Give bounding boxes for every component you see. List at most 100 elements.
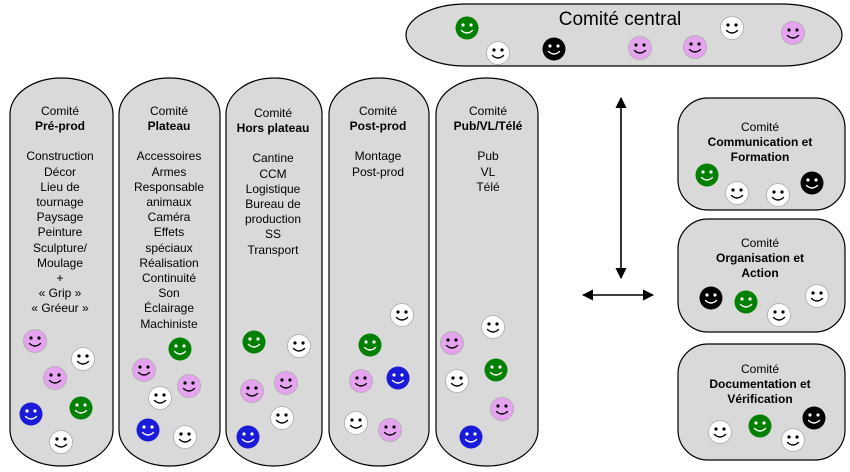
smiley-face-icon <box>344 411 368 435</box>
smiley-face-icon <box>287 334 311 358</box>
smiley-face-icon <box>242 330 266 354</box>
list-item: Accessoires <box>136 149 202 164</box>
smiley-face-icon <box>43 366 67 390</box>
list-item: Réalisation <box>139 255 199 270</box>
committee-name: Pré-prod <box>34 119 85 134</box>
committee-label: Comité <box>740 236 779 250</box>
smiley-face-icon <box>378 418 402 442</box>
smiley-face-icon <box>805 284 829 308</box>
smiley-face-icon <box>455 16 479 40</box>
smiley-face-icon <box>734 290 758 314</box>
smiley-face-icon <box>274 371 298 395</box>
smiley-face-icon <box>358 333 382 357</box>
smiley-face-icon <box>270 406 294 430</box>
committee-name: Post-prod <box>349 119 407 134</box>
committee-name-line: Documentation et <box>709 377 811 391</box>
smiley-face-icon <box>390 303 414 327</box>
list-item: + <box>56 271 64 286</box>
smiley-face-icon <box>484 358 508 382</box>
smiley-face-icon <box>240 379 264 403</box>
list-item: Cantine <box>252 151 294 166</box>
list-item: Moulage <box>36 255 84 270</box>
committee-name-line: Communication et <box>707 135 813 149</box>
list-item: Télé <box>476 179 500 194</box>
list-item: Transport <box>247 242 299 257</box>
list-item: Éclairage <box>143 301 195 316</box>
list-item: Pub <box>477 149 499 164</box>
smiley-face-icon <box>71 347 95 371</box>
list-item: production <box>244 212 302 227</box>
list-item: Son <box>158 286 180 301</box>
committee-label: Comité <box>40 104 79 118</box>
list-item: Construction <box>26 149 94 164</box>
smiley-face-icon <box>168 337 192 361</box>
committee-preprod-text: Comité Pré-prod Construction Décor Lieu … <box>18 104 102 317</box>
committee-hors-plateau-text: Comité Hors plateau Cantine CCM Logistiq… <box>229 106 317 258</box>
committee-name-line: Organisation et <box>715 251 804 265</box>
smiley-face-icon <box>148 386 172 410</box>
committee-name: Hors plateau <box>236 121 310 136</box>
list-item: CCM <box>259 166 287 181</box>
smiley-face-icon <box>725 181 749 205</box>
list-item: Montage <box>354 149 402 164</box>
smiley-face-icon <box>173 425 197 449</box>
smiley-face-icon <box>49 430 73 454</box>
smiley-face-icon <box>481 315 505 339</box>
list-item: Lieu de <box>40 179 80 194</box>
smiley-face-icon <box>132 358 156 382</box>
committee-postprod-text: Comité Post-prod Montage Post-prod <box>333 104 423 180</box>
smiley-face-icon <box>708 420 732 444</box>
smiley-face-icon <box>440 331 464 355</box>
smiley-face-icon <box>136 418 160 442</box>
smiley-face-icon <box>781 21 805 45</box>
smiley-face-icon <box>699 286 723 310</box>
committee-label: Comité <box>740 120 779 134</box>
column-committee-shape <box>225 77 323 467</box>
list-item: Armes <box>151 164 187 179</box>
committee-documentation-text: Comité Documentation et Vérification <box>690 362 830 407</box>
list-item: SS <box>264 227 281 242</box>
list-item: « Grip » <box>38 286 82 301</box>
list-item: Peinture <box>37 225 83 240</box>
central-committee-title: Comité central <box>558 9 682 30</box>
smiley-face-icon <box>800 171 824 195</box>
list-item: Caméra <box>147 210 191 225</box>
committee-label: Comité <box>253 106 292 120</box>
smiley-face-icon <box>628 36 652 60</box>
list-item: Sculpture/ <box>32 240 88 255</box>
smiley-face-icon <box>748 414 772 438</box>
smiley-face-icon <box>236 425 260 449</box>
smiley-face-icon <box>486 41 510 65</box>
smiley-face-icon <box>349 369 373 393</box>
list-item: « Gréeur » <box>31 301 89 316</box>
list-item: Paysage <box>36 210 84 225</box>
committee-organisation-text: Comité Organisation et Action <box>690 236 830 281</box>
list-item: tournage <box>36 195 84 210</box>
smiley-face-icon <box>19 402 43 426</box>
committee-label: Comité <box>740 362 779 376</box>
committee-pub-vl-tele-text: Comité Pub/VL/Télé Pub VL Télé <box>443 104 533 195</box>
smiley-face-icon <box>766 183 790 207</box>
smiley-face-icon <box>177 374 201 398</box>
smiley-face-icon <box>490 397 514 421</box>
list-item: animaux <box>146 195 192 210</box>
list-item: Logistique <box>245 181 301 196</box>
list-item: Post-prod <box>351 164 405 179</box>
smiley-face-icon <box>542 37 566 61</box>
smiley-face-icon <box>695 163 719 187</box>
smiley-face-icon <box>802 406 826 430</box>
committee-label: Comité <box>149 104 188 118</box>
committee-communication-text: Comité Communication et Formation <box>690 120 830 165</box>
committee-plateau-text: Comité Plateau Accessoires Armes Respons… <box>124 104 214 332</box>
smiley-face-icon <box>445 369 469 393</box>
list-item: spéciaux <box>145 240 193 255</box>
smiley-face-icon <box>459 425 483 449</box>
list-item: Effets <box>153 225 185 240</box>
smiley-face-icon <box>720 16 744 40</box>
list-item: Machiniste <box>140 316 198 331</box>
committee-name-line: Action <box>741 266 779 280</box>
smiley-face-icon <box>683 35 707 59</box>
committee-label: Comité <box>358 104 397 118</box>
smiley-face-icon <box>767 303 791 327</box>
